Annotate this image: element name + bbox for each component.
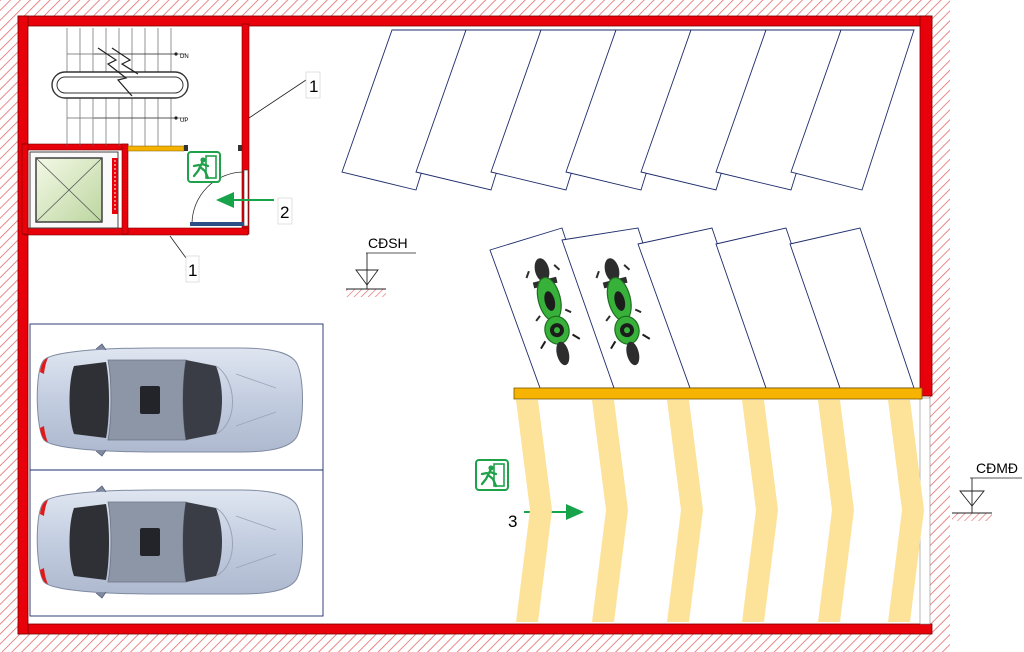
level-triangle-icon: CĐMĐ (952, 460, 1022, 521)
svg-text:3: 3 (508, 512, 517, 531)
parking-bays-top (341, 29, 915, 191)
stair-up-label: UP (180, 118, 188, 124)
car-top-view-icon (36, 485, 303, 599)
running-man-exit-icon (474, 458, 510, 492)
svg-text:CĐMĐ: CĐMĐ (976, 460, 1018, 476)
elevator-cross-icon (29, 151, 119, 229)
ramp-beam (513, 387, 923, 400)
level-triangle-icon: CĐSH (346, 235, 416, 297)
stair-down-label: DN (180, 54, 189, 60)
fire-door (127, 145, 249, 227)
perimeter-walls (17, 15, 933, 635)
running-man-exit-icon (186, 150, 222, 184)
svg-text:1: 1 (309, 77, 318, 96)
ramp-chevrons (516, 400, 924, 622)
stairwell: DN UP (51, 28, 189, 146)
svg-text:1: 1 (188, 261, 197, 280)
svg-text:CĐSH: CĐSH (368, 235, 408, 251)
callout-2: 2 (216, 192, 293, 225)
car-top-view-icon (36, 343, 303, 457)
stair-core-walls (21, 23, 250, 236)
callout-1-bottom: 1 (169, 235, 200, 283)
svg-text:2: 2 (280, 203, 289, 222)
callout-1-top: 1 (248, 71, 321, 119)
car-bays (29, 323, 324, 617)
